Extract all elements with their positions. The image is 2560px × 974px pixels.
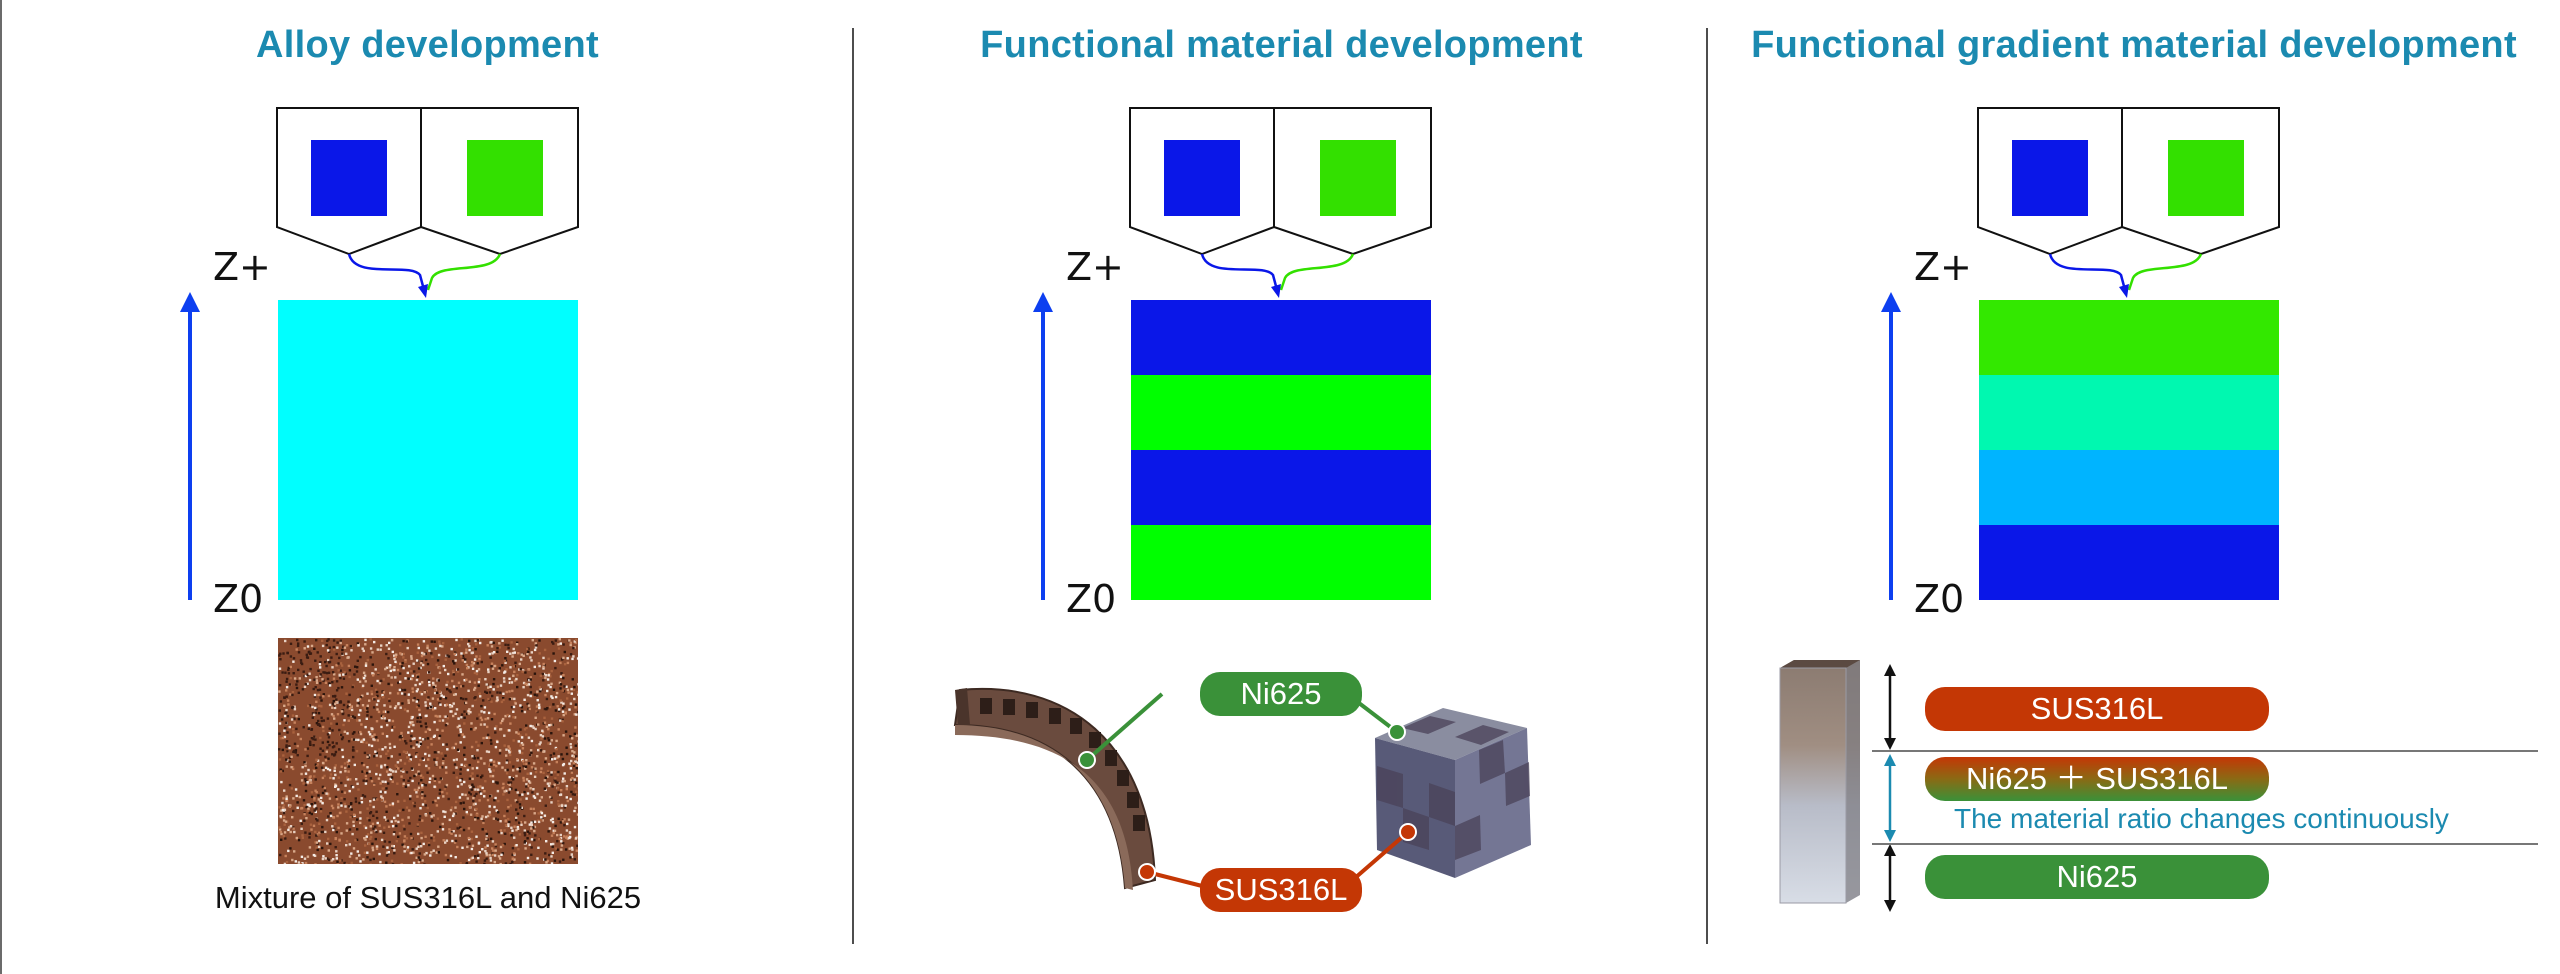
hopper-icon — [1978, 108, 2279, 254]
z-top-label: Z+ — [1914, 245, 1972, 289]
mixed-label: Ni625 ＋ SUS316L — [1925, 757, 2269, 801]
divider-1 — [852, 28, 854, 944]
sus316l-label: SUS316L — [1925, 687, 2269, 731]
ni625-label: Ni625 — [1925, 855, 2269, 899]
powder-mixture-photo — [278, 638, 578, 864]
arrow-up-icon — [180, 292, 200, 600]
material-b-square — [467, 140, 543, 216]
hopper-icon — [1130, 108, 1431, 254]
functional-diagram: Z+ Z0 — [855, 0, 1708, 974]
material-a-square — [1164, 140, 1240, 216]
z-bottom-label: Z0 — [213, 577, 263, 621]
ratio-note: The material ratio changes continuously — [1954, 803, 2449, 835]
arrow-up-icon — [1033, 292, 1053, 600]
panel-gradient: Functional gradient material development — [1708, 0, 2560, 974]
square-bar-photo — [1780, 660, 1860, 903]
curved-arrow-icon — [349, 254, 500, 298]
material-b-square — [2168, 140, 2244, 216]
material-b-square — [1320, 140, 1396, 216]
curved-arrow-icon — [1202, 254, 1353, 298]
material-a-square — [311, 140, 387, 216]
separator-line-2 — [1872, 843, 2538, 845]
z-bottom-label: Z0 — [1914, 577, 1964, 621]
separator-line-1 — [1872, 750, 2538, 752]
mixture-caption: Mixture of SUS316L and Ni625 — [206, 880, 650, 916]
sus316l-callout: SUS316L — [1200, 868, 1362, 912]
panel-alloy: Alloy development Z+ Z0 Mixture of SUS31… — [0, 0, 855, 974]
hopper-icon — [277, 108, 578, 254]
striped-block — [1131, 300, 1431, 600]
z-bottom-label: Z0 — [1066, 577, 1116, 621]
double-arrow-icon — [1884, 664, 1896, 912]
gradient-block — [1979, 300, 2279, 600]
arrow-up-icon — [1881, 292, 1901, 600]
z-top-label: Z+ — [1066, 245, 1124, 289]
ni625-callout: Ni625 — [1200, 672, 1362, 716]
alloy-block — [278, 300, 578, 600]
z-top-label: Z+ — [213, 245, 271, 289]
panel-functional: Functional material development Z+ Z0 — [855, 0, 1708, 974]
curved-part-photo — [955, 688, 1155, 890]
curved-arrow-icon — [2050, 254, 2201, 298]
material-a-square — [2012, 140, 2088, 216]
